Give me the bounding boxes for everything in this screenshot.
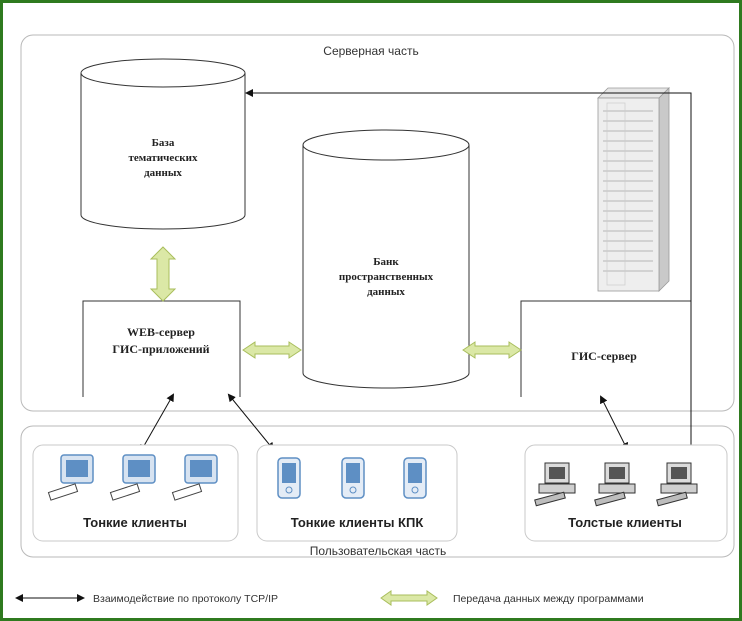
legend-transfer-arrow — [380, 590, 438, 606]
server-zone-title: Серверная часть — [323, 44, 418, 58]
client-zone — [20, 425, 735, 558]
thick-clients-label: Толстые клиенты — [568, 515, 682, 530]
architecture-diagram: Серверная часть Пользовательская часть Б… — [15, 34, 735, 606]
gis-server-label: ГИС-сервер — [571, 349, 637, 363]
client-zone-title: Пользовательская часть — [310, 544, 447, 558]
web-server-label-2: ГИС-приложений — [112, 342, 209, 356]
computer-monitor-icon — [47, 454, 94, 501]
spatial-db-label-2: пространственных — [339, 271, 434, 283]
pda-clients-label: Тонкие клиенты КПК — [291, 515, 424, 530]
tcpip-arrow-gis-thick — [600, 395, 628, 451]
desktop-computer-icon — [656, 462, 698, 507]
computer-monitor-icon — [171, 454, 218, 501]
thin-clients-label: Тонкие клиенты — [83, 515, 187, 530]
spatial-db-label-3: данных — [367, 286, 405, 298]
thematic-db-label-1: База — [152, 137, 175, 149]
pda-icon — [277, 457, 301, 499]
computer-monitor-icon — [109, 454, 156, 501]
spatial-database: Банк пространственных данных — [302, 129, 470, 389]
pda-icon — [341, 457, 365, 499]
web-server-box: WEB-сервер ГИС-приложений — [82, 300, 241, 397]
legend-tcpip-label: Взаимодействие по протоколу TCP/IP — [93, 593, 278, 605]
legend-transfer-label: Передача данных между программами — [453, 593, 644, 605]
transfer-arrow-thematic-web — [149, 246, 177, 302]
transfer-arrow-spatial-gis — [462, 341, 522, 359]
desktop-computer-icon — [534, 462, 576, 507]
server-zone — [20, 34, 735, 412]
pda-icon — [403, 457, 427, 499]
thematic-db-label-2: тематических — [129, 152, 198, 164]
spatial-db-label-1: Банк — [373, 256, 399, 268]
desktop-computer-icon — [594, 462, 636, 507]
tcpip-arrow-web-thin — [140, 393, 174, 453]
gis-server-box: ГИС-сервер — [520, 300, 692, 397]
tcpip-arrow-thick-to-thematic — [245, 89, 692, 455]
thematic-database: База тематических данных — [80, 58, 246, 230]
tcpip-arrow-web-pda — [227, 393, 275, 451]
web-server-label-1: WEB-сервер — [127, 325, 195, 339]
transfer-arrow-web-spatial — [242, 341, 302, 359]
legend: Взаимодействие по протоколу TCP/IP Перед… — [15, 590, 644, 606]
server-tower-icon — [597, 87, 670, 292]
thematic-db-label-3: данных — [144, 167, 182, 179]
